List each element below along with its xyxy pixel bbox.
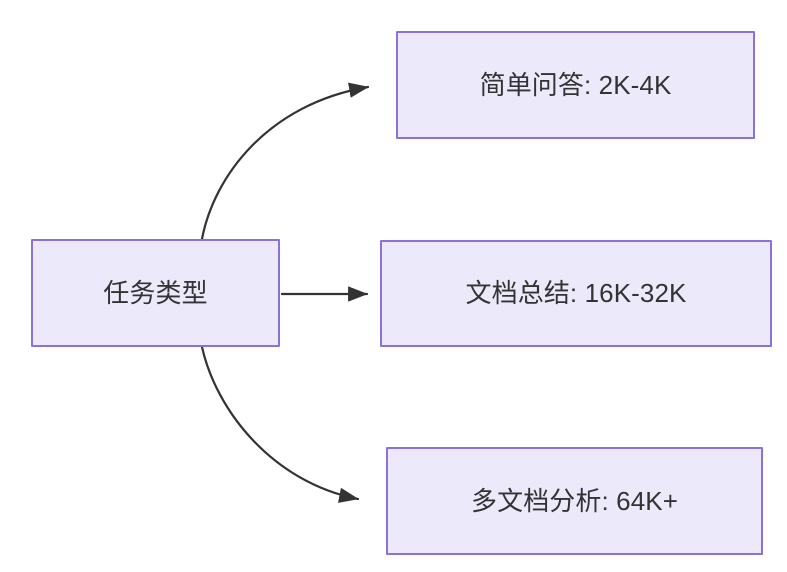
node-simple-qa-label: 简单问答: 2K-4K: [479, 69, 672, 100]
node-task-type[interactable]: 任务类型: [31, 239, 280, 347]
edge-source-to-multi-doc: [200, 345, 360, 503]
node-simple-qa[interactable]: 简单问答: 2K-4K: [396, 31, 755, 139]
node-doc-summary-label: 文档总结: 16K-32K: [465, 278, 687, 309]
node-doc-summary[interactable]: 文档总结: 16K-32K: [380, 240, 772, 347]
node-multi-doc[interactable]: 多文档分析: 64K+: [386, 447, 763, 555]
node-task-type-label: 任务类型: [103, 277, 208, 308]
edge-source-to-simple-qa: [200, 82, 370, 241]
node-multi-doc-label: 多文档分析: 64K+: [471, 485, 678, 516]
